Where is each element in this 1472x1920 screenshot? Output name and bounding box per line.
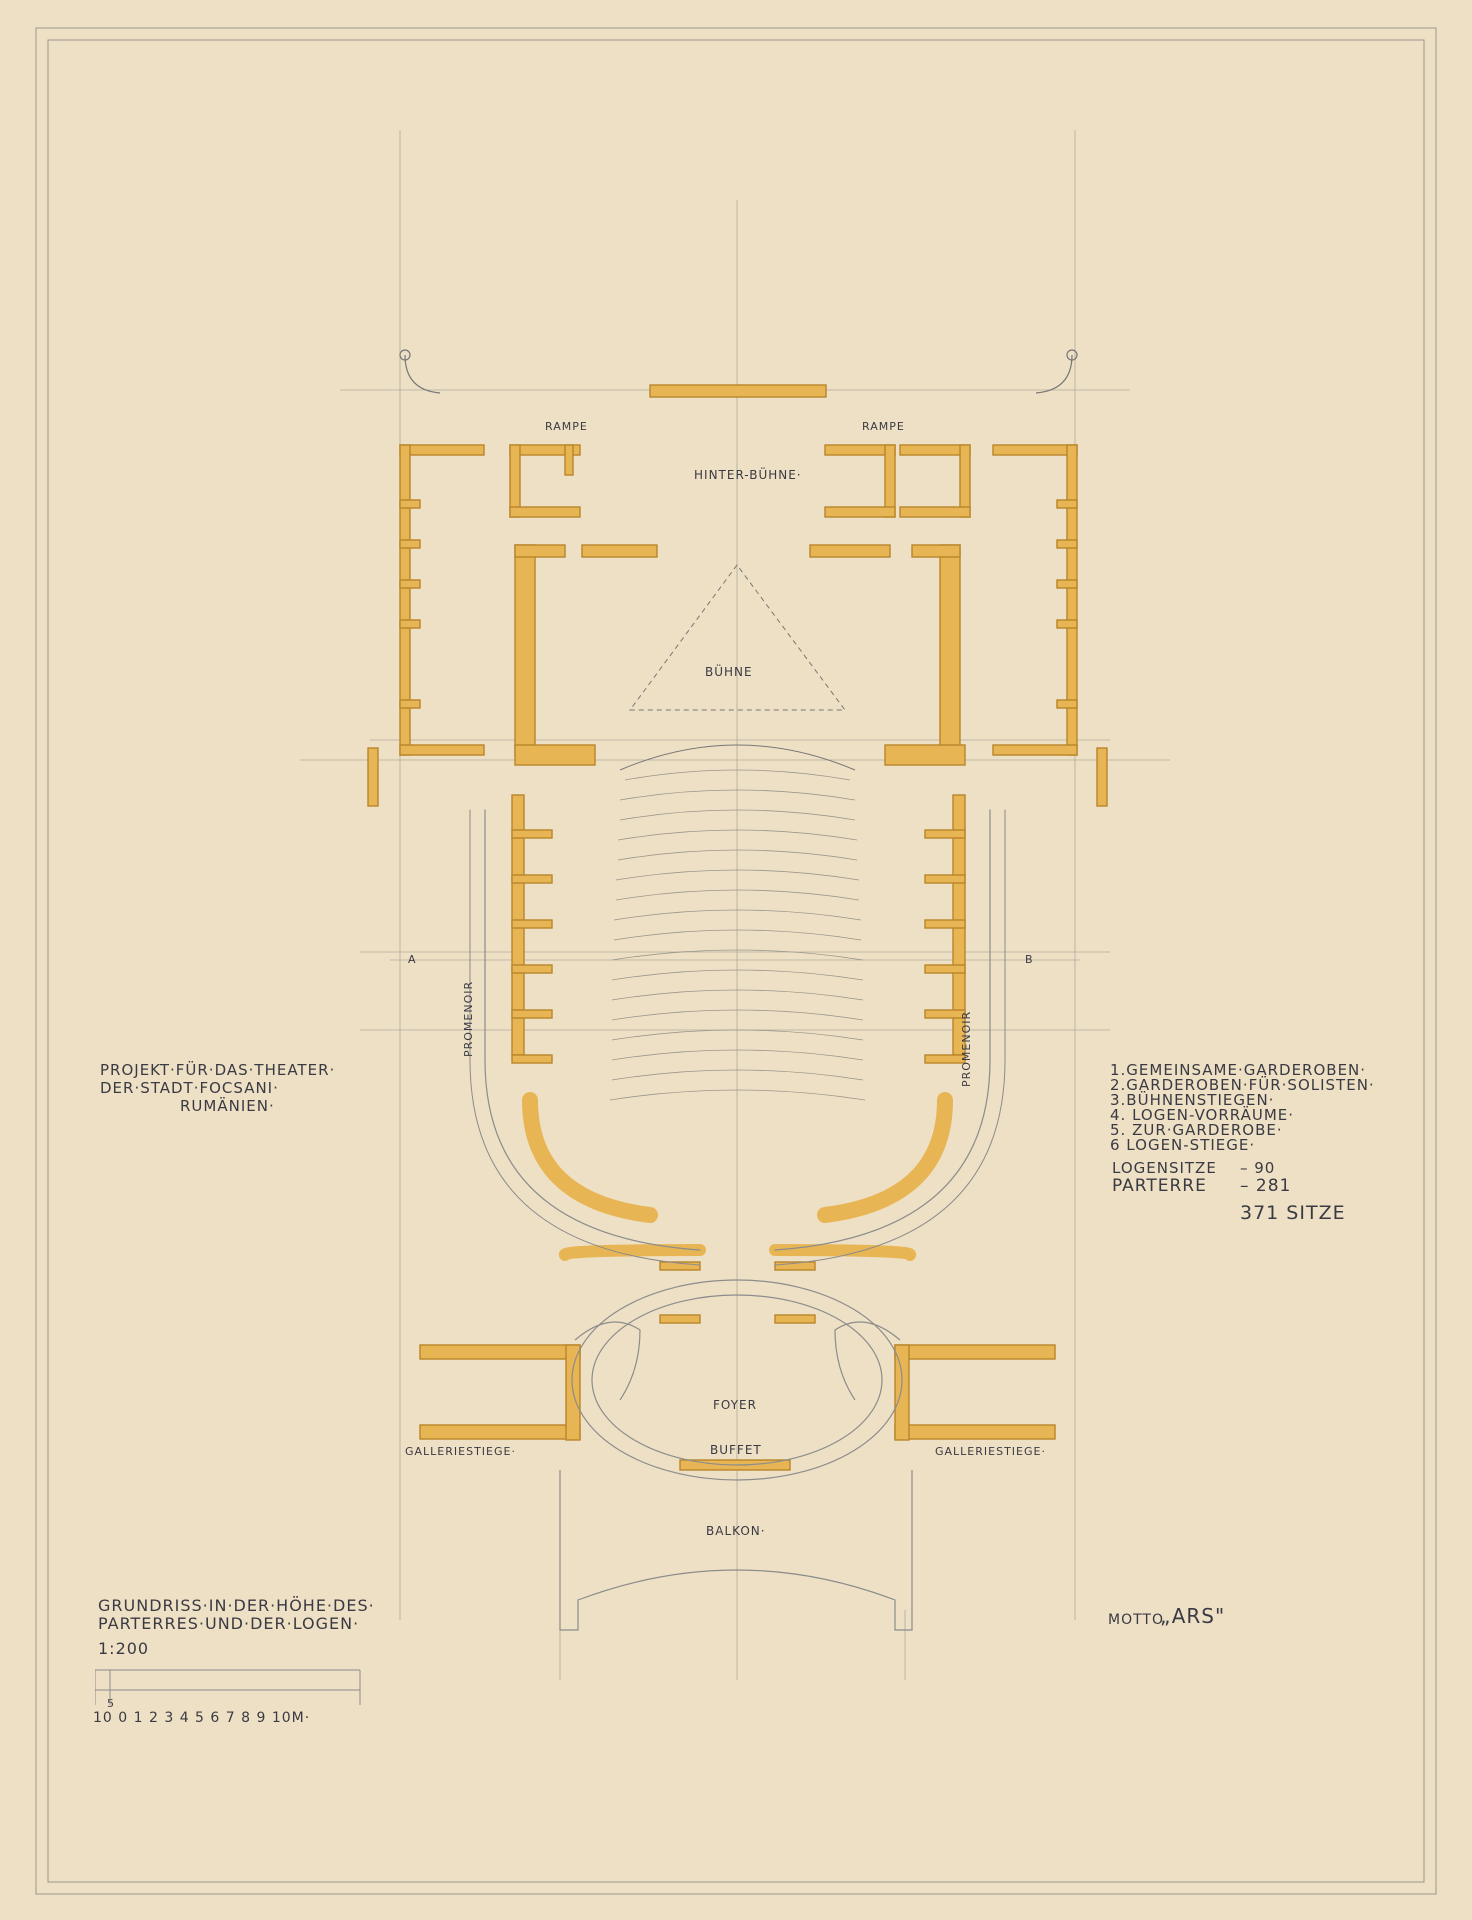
legend-item-6: 6 LOGEN-STIEGE·	[1110, 1136, 1256, 1154]
parterre-value: – 281	[1240, 1176, 1292, 1196]
entry-arcs	[399, 349, 1078, 394]
scale-bar	[95, 1669, 361, 1705]
motto-label: MOTTO	[1108, 1612, 1164, 1628]
rampe-right: RAMPE	[862, 420, 905, 433]
project-title-line2: DER·STADT·FOCSANI·	[100, 1079, 279, 1097]
balcony	[559, 1470, 913, 1631]
legend-item-2: 2.GARDEROBEN·FÜR·SOLISTEN·	[1110, 1076, 1375, 1094]
parterre-seats	[609, 769, 866, 1101]
legend-item-3: 3.BÜHNENSTIEGEN·	[1110, 1091, 1275, 1109]
legend-item-1: 1.GEMEINSAME·GARDEROBEN·	[1110, 1061, 1367, 1079]
promenoir-left: PROMENOIR	[462, 980, 475, 1057]
legend-item-5: 5. ZUR·GARDEROBE·	[1110, 1121, 1283, 1139]
scale-ratio: 1:200	[98, 1639, 150, 1658]
project-title-line1: PROJEKT·FÜR·DAS·THEATER·	[100, 1061, 336, 1079]
room-buehne: BÜHNE	[705, 665, 753, 679]
legend-item-4: 4. LOGEN-VORRÄUME·	[1110, 1106, 1295, 1124]
room-buffet: BUFFET	[710, 1443, 762, 1457]
galleriestiege-left: GALLERIESTIEGE·	[405, 1445, 516, 1458]
foyer-oval	[571, 1279, 903, 1481]
caption-line2: PARTERRES·UND·DER·LOGEN·	[98, 1614, 360, 1633]
promenoir-right: PROMENOIR	[960, 1010, 973, 1087]
room-foyer: FOYER	[713, 1398, 757, 1412]
motto-value: „ARS"	[1160, 1604, 1226, 1628]
stage-outline	[619, 564, 856, 771]
logensitze-value: – 90	[1240, 1159, 1276, 1177]
horseshoe-walls	[469, 809, 1006, 1266]
room-balkon: BALKON·	[706, 1524, 766, 1538]
scale-ticks: 10 0 1 2 3 4 5 6 7 8 9 10M·	[93, 1710, 311, 1726]
caption-line1: GRUNDRISS·IN·DER·HÖHE·DES·	[98, 1596, 375, 1615]
galleriestiege-right: GALLERIESTIEGE·	[935, 1445, 1046, 1458]
logensitze-label: LOGENSITZE	[1112, 1159, 1217, 1177]
parterre-label: PARTERRE	[1112, 1176, 1207, 1196]
section-mark-b: B	[1025, 953, 1034, 966]
walls	[367, 384, 1108, 1471]
inner-border	[47, 39, 1425, 1883]
outer-border	[35, 27, 1437, 1895]
rampe-left: RAMPE	[545, 420, 588, 433]
project-title-line3: RUMÄNIEN·	[180, 1097, 275, 1115]
section-mark-a: A	[408, 953, 417, 966]
total-seats: 371 SITZE	[1240, 1202, 1346, 1224]
room-hinterbuehne: HINTER-BÜHNE·	[694, 468, 802, 482]
